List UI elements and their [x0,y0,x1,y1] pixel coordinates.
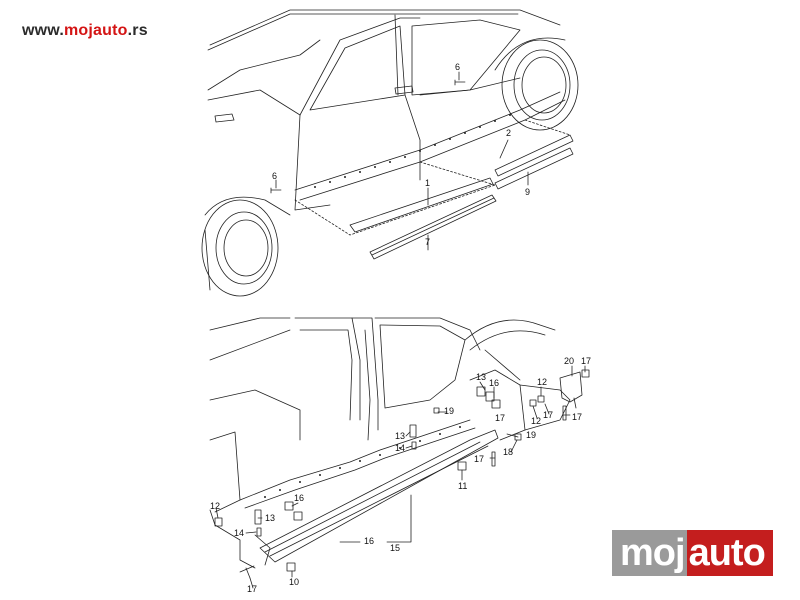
callout-lower-17c: 17 [572,412,582,422]
callout-lower-10: 10 [289,577,299,587]
callout-lower-16b: 16 [294,493,304,503]
logo-part-moj: moj [612,530,687,576]
website-url[interactable]: www.mojauto.rs [22,22,148,40]
url-brand: mojauto [64,22,128,39]
callout-lower-13a: 13 [476,372,486,382]
callout-lower-17a: 17 [581,356,591,366]
callout-lower-12c: 12 [210,501,220,511]
url-prefix: www. [22,22,64,39]
callout-lower-19b: 19 [526,430,536,440]
callout-upper-6b: 6 [272,171,277,181]
url-suffix: .rs [127,22,148,39]
callout-upper-1: 1 [425,178,430,188]
mojauto-logo[interactable]: moj auto [612,530,773,576]
callout-lower-14b: 14 [234,528,244,538]
lower-car-illustration [209,317,590,589]
callout-lower-17d: 17 [495,413,505,423]
callout-lower-17e: 17 [474,454,484,464]
callout-lower-16a: 16 [489,378,499,388]
callout-upper-7: 7 [425,237,430,247]
callout-lower-19a: 19 [444,406,454,416]
callout-lower-20: 20 [564,356,574,366]
callout-lower-12a: 12 [537,377,547,387]
callout-lower-16c: 16 [364,536,374,546]
callout-lower-11: 11 [458,481,467,491]
callout-lower-18: 18 [503,447,513,457]
upper-car-illustration [201,9,579,297]
callout-lower-13c: 13 [265,513,275,523]
callout-upper-2: 2 [506,128,511,138]
callout-lower-14a: 14 [395,443,405,453]
callout-lower-15: 15 [390,543,400,553]
callout-upper-6a: 6 [455,62,460,72]
callout-upper-9: 9 [525,187,530,197]
logo-part-auto: auto [686,530,773,576]
callout-lower-17f: 17 [247,584,257,594]
callout-lower-17b: 17 [543,410,553,420]
callout-lower-12b: 12 [531,416,541,426]
callout-lower-13b: 13 [395,431,405,441]
